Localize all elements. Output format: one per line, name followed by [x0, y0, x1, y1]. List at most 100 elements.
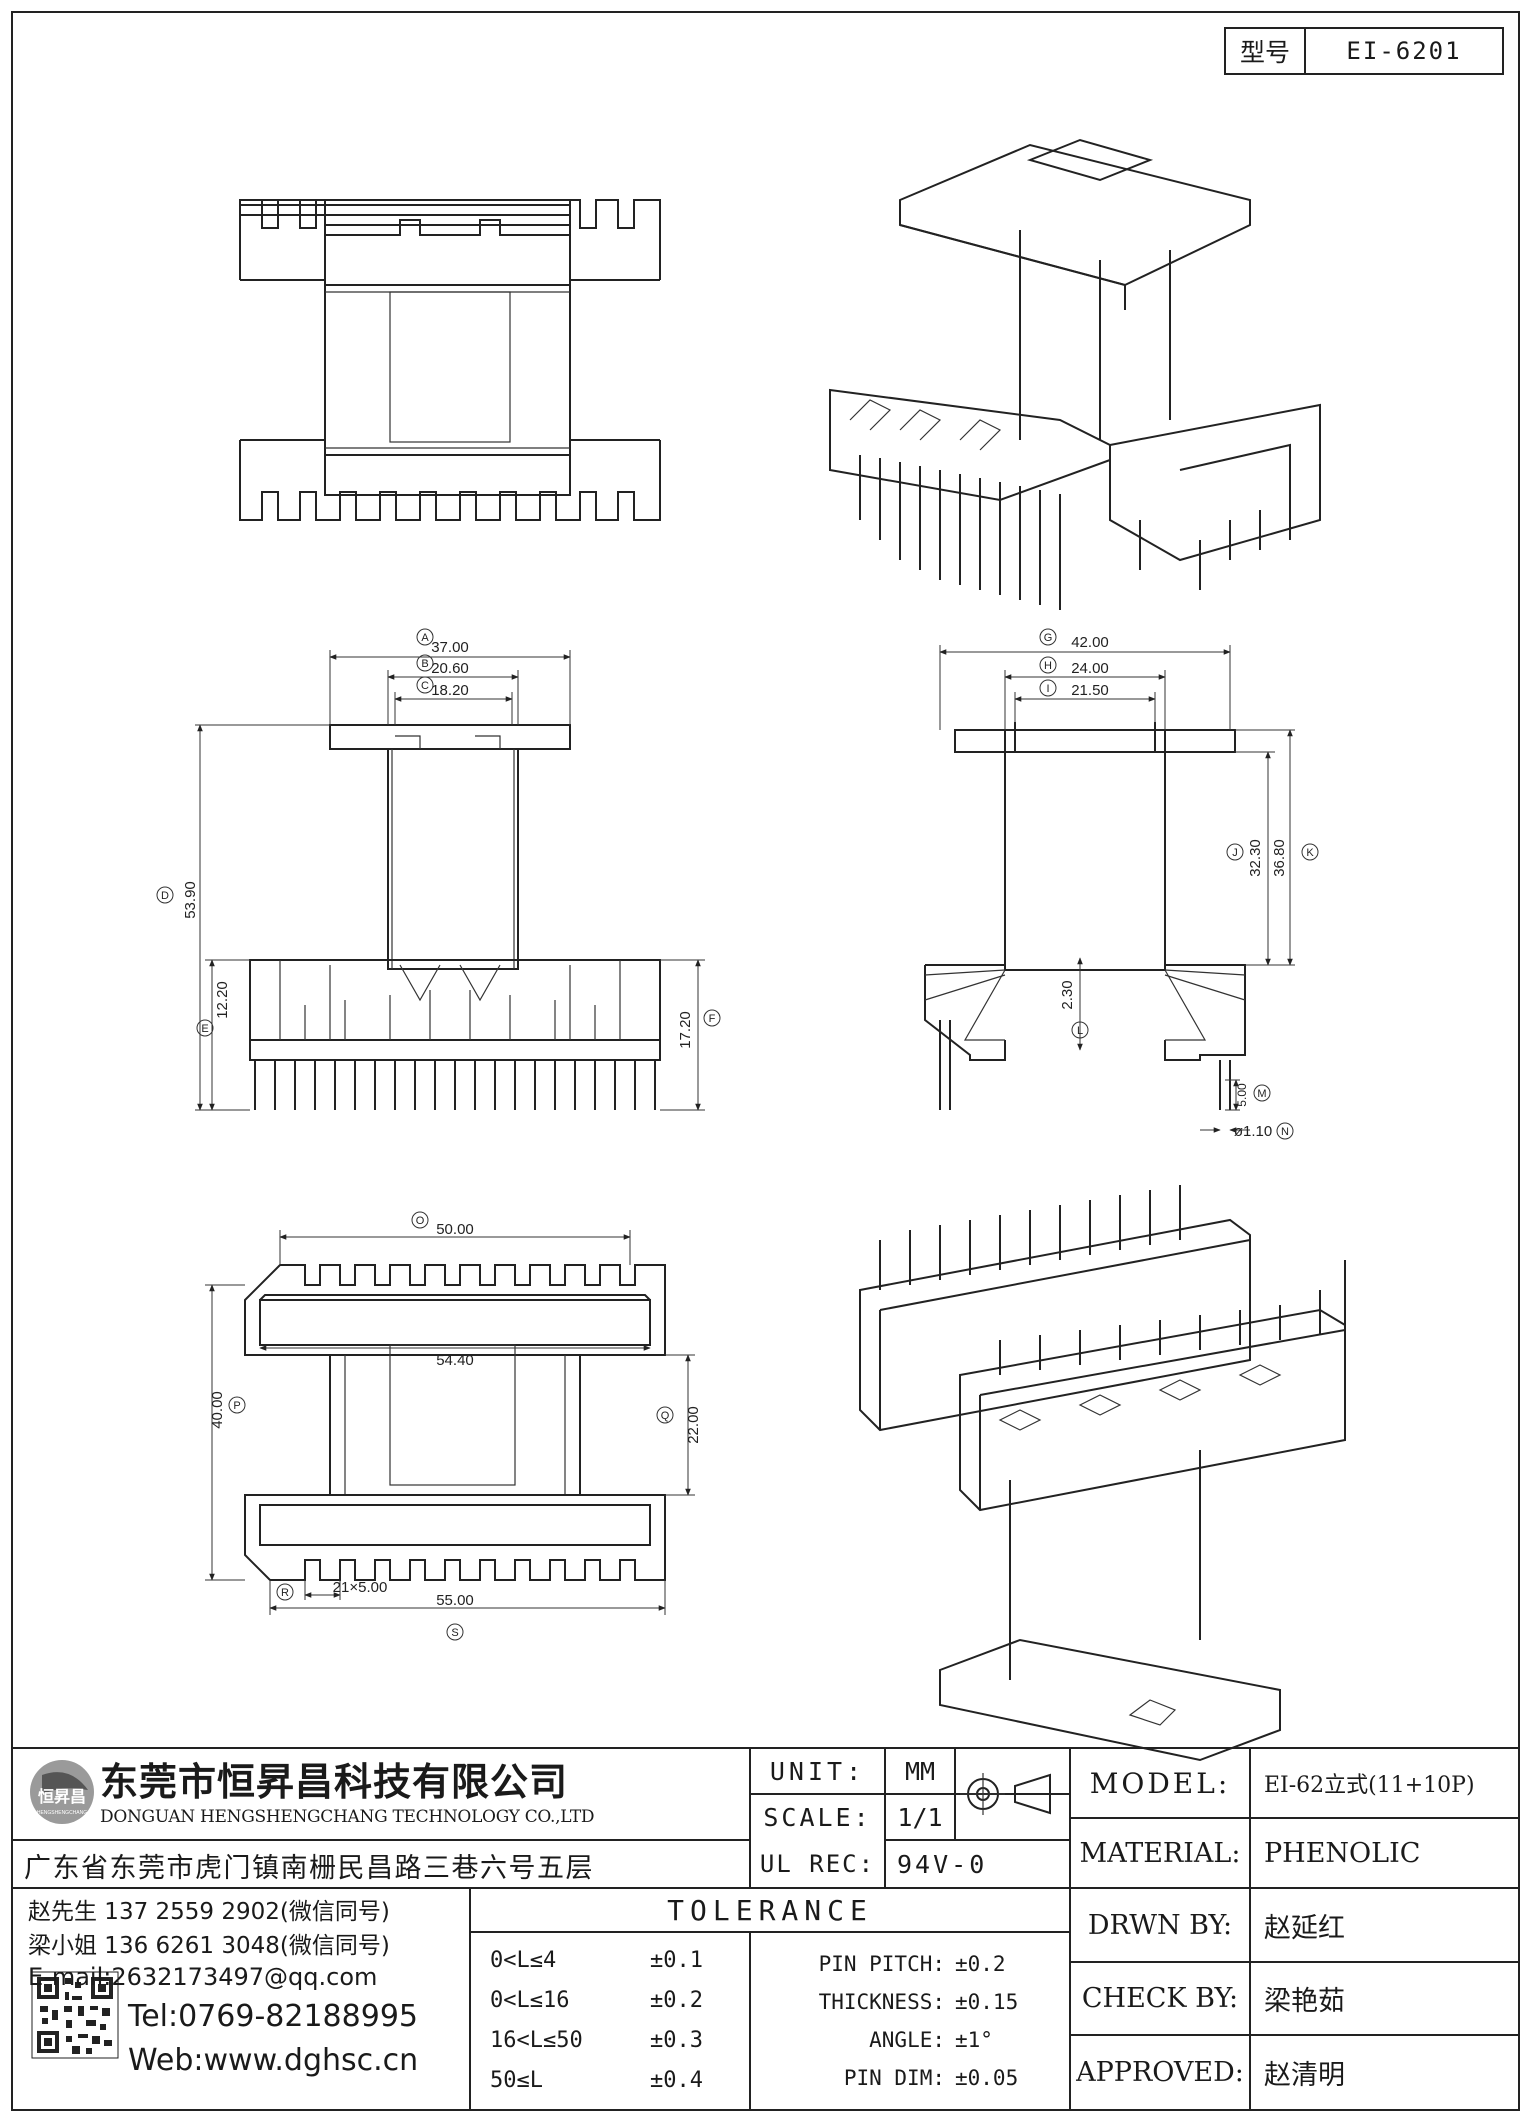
unit-value: MM [904, 1756, 936, 1786]
ul-rec-value: 94V-0 [897, 1849, 988, 1879]
tolerance-value: ±0.4 [650, 2067, 703, 2093]
dim-value: ø1.10 [1234, 1123, 1272, 1140]
dim-letter: J [1232, 847, 1238, 859]
tolerance-extra-value: ±0.05 [955, 2066, 1019, 2090]
tolerance-extra-value: ±1° [955, 2028, 993, 2052]
scale-label: SCALE: [763, 1802, 872, 1832]
dim-letter: G [1044, 632, 1053, 644]
tolerance-range: 16<L≤50 [490, 2027, 583, 2053]
dim-value: 22.00 [685, 1406, 702, 1444]
company-name-en: DONGUAN HENGSHENGCHANG TECHNOLOGY CO.,LT… [100, 1807, 595, 1827]
model-value: EI-62立式(11+10P) [1264, 1773, 1475, 1798]
tolerance-extra-value: ±0.2 [955, 1952, 1006, 1976]
tolerance-ranges: 0<L≤4 ±0.1 0<L≤16±0.2 16<L≤50 ±0.3 50≤L±0.… [490, 1940, 740, 2100]
dim-letter: B [421, 658, 428, 670]
dim-A: A37.00 [416, 628, 469, 656]
dim-letter: M [1257, 1088, 1266, 1100]
contact-email[interactable]: E-mail:2632173497@qq.com [28, 1963, 378, 1991]
dim-letter: I [1046, 683, 1049, 695]
tolerance-extra-row: PIN PITCH:±0.2 [760, 1945, 1065, 1983]
dim-letter: L [1077, 1025, 1083, 1037]
dim-letter: P [233, 1400, 240, 1412]
tolerance-row: 50≤L±0.4 [490, 2060, 740, 2100]
dim-value: 5.00 [1235, 1083, 1249, 1107]
dim-value: 42.00 [1071, 634, 1109, 651]
dim-letter: R [281, 1587, 289, 1599]
material-value: PHENOLIC [1264, 1837, 1421, 1869]
check-by-value: 梁艳茹 [1264, 1986, 1345, 2017]
model-box-value: EI-6201 [1346, 37, 1462, 65]
dim-letter: O [416, 1215, 425, 1227]
dim-value: 21.50 [1071, 682, 1109, 699]
tolerance-title: TOLERANCE [667, 1893, 873, 1927]
company-address: 广东省东莞市虎门镇南栅民昌路三巷六号五层 [24, 1852, 594, 1884]
check-by-label: CHECK BY: [1081, 1983, 1239, 2014]
title-block-grid [12, 1747, 1519, 2110]
dim-H: H 24.00 [1039, 656, 1109, 677]
scale-value: 1/1 [897, 1802, 943, 1832]
dim-value: 55.00 [436, 1592, 474, 1609]
ul-rec-label: UL REC: [759, 1850, 876, 1878]
sheet-border [11, 11, 1520, 2111]
unit-label: UNIT: [769, 1756, 866, 1786]
dim-letter: H [1044, 660, 1052, 672]
dim-value: 18.20 [431, 682, 469, 699]
tolerance-extra-label: THICKNESS: [818, 1990, 945, 2014]
dim-letter: C [421, 680, 429, 692]
isometric-view-1 [829, 138, 1321, 610]
dim-value: 20.60 [431, 660, 469, 677]
dim-K: K36.80 [1271, 839, 1319, 877]
tolerance-extra-value: ±0.15 [955, 1990, 1019, 2014]
tolerance-row: 16<L≤50 ±0.3 [490, 2020, 740, 2060]
bottom-view [205, 1230, 695, 1615]
dim-letter: Q [661, 1410, 670, 1422]
dim-S: S55.00 [436, 1592, 474, 1641]
dim-R: R [276, 1583, 294, 1601]
tolerance-range: 0<L≤4 [490, 1947, 557, 1973]
qr-code-icon [31, 1971, 119, 2059]
dim-letter: A [421, 632, 429, 644]
contact-tel: Tel:0769-82188995 [128, 1998, 418, 2034]
dim-E: E12.20 [196, 981, 231, 1037]
dim-value: 21×5.00 [333, 1579, 388, 1596]
model-label: MODEL: [1089, 1766, 1231, 1800]
dim-I: I 21.50 [1039, 679, 1109, 699]
tolerance-value: ±0.3 [650, 2027, 703, 2053]
dim-inner: 54.40 [436, 1352, 474, 1369]
tolerance-extra-row: THICKNESS: ±0.15 [760, 1983, 1065, 2021]
dim-letter: D [161, 890, 169, 902]
tolerance-extra-row: ANGLE:±1° [760, 2021, 1065, 2059]
drwn-by-value: 赵延红 [1264, 1912, 1345, 1944]
tolerance-row: 0<L≤16±0.2 [490, 1980, 740, 2020]
company-name-cn: 东莞市恒昇昌科技有限公司 [100, 1759, 569, 1804]
dim-M: M 5.00 [1235, 1083, 1271, 1107]
front-elevation [195, 650, 705, 1111]
material-label: MATERIAL: [1079, 1837, 1241, 1869]
tolerance-row: 0<L≤4 ±0.1 [490, 1940, 740, 1980]
contact-web[interactable]: Web:www.dghsc.cn [128, 2042, 419, 2078]
tolerance-value: ±0.1 [650, 1947, 703, 1973]
dim-value: 17.20 [677, 1011, 694, 1049]
drwn-by-label: DRWN BY: [1087, 1909, 1233, 1941]
isometric-view-2 [859, 1185, 1346, 1762]
contact-zhao: 赵先生 137 2559 2902(微信同号) [28, 1899, 390, 1925]
dim-Q: Q 22.00 [656, 1406, 702, 1444]
dim-P: P40.00 [209, 1391, 246, 1429]
projection-symbol [960, 1773, 1051, 1815]
dim-value: 12.20 [214, 981, 231, 1019]
dim-value: 24.00 [1071, 660, 1109, 677]
dim-letter: F [709, 1013, 716, 1025]
tolerance-value: ±0.2 [650, 1987, 703, 2013]
logo-subtext: HENGSHENGCHANG [37, 1810, 87, 1816]
logo-text: 恒昇昌 [38, 1787, 86, 1806]
model-box-frame [1224, 27, 1504, 75]
dim-L: L 2.30 [1059, 980, 1089, 1039]
dim-value: 2.30 [1059, 980, 1076, 1009]
tolerance-extra: PIN PITCH:±0.2 THICKNESS: ±0.15 ANGLE:±1°… [760, 1945, 1065, 2097]
